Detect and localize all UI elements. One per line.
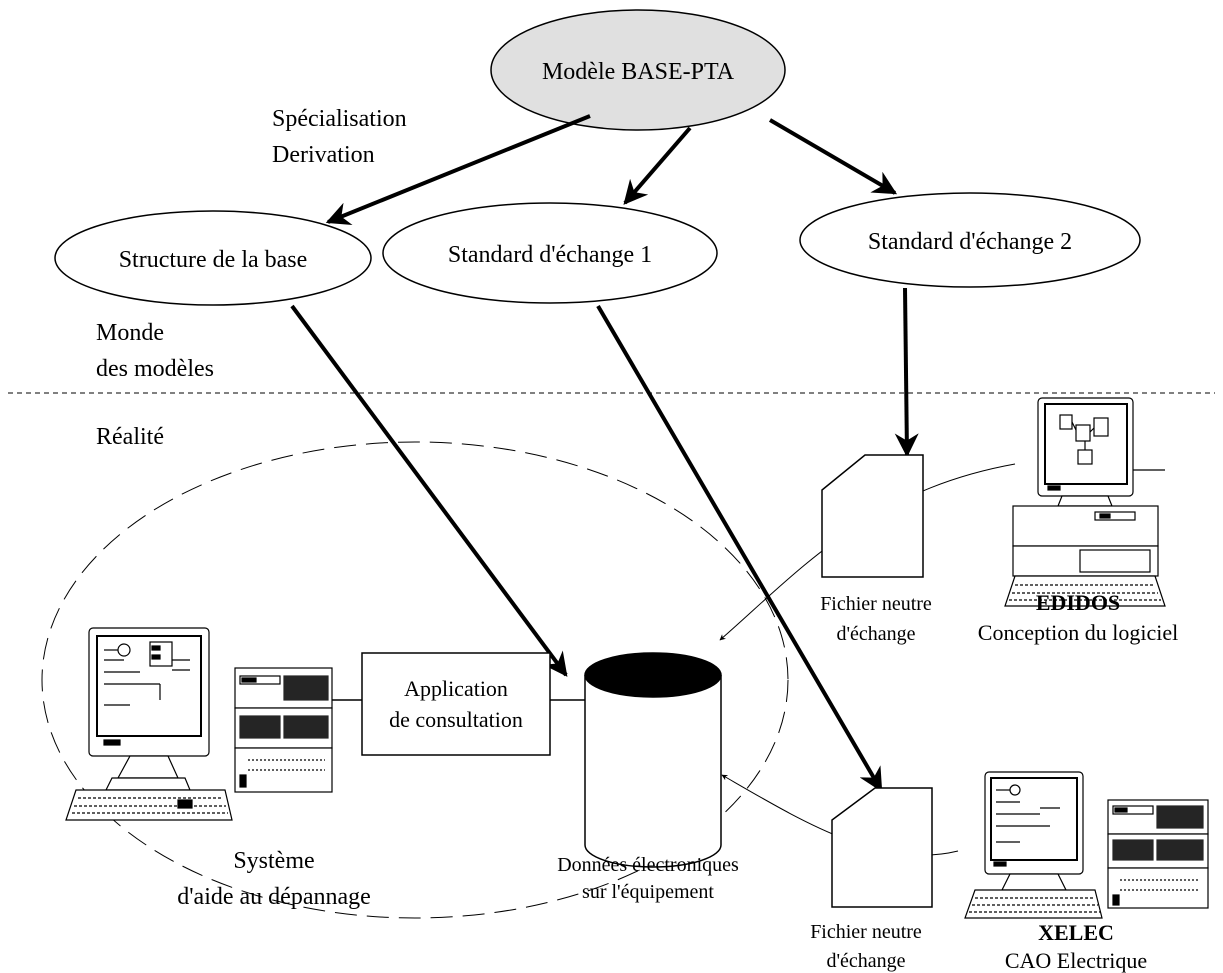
standard2-ellipse: [799, 192, 1141, 288]
arrow-structure-to-database: [290, 304, 568, 677]
application-label-line2: de consultation: [389, 707, 523, 732]
monde-label-line2: des modèles: [96, 356, 214, 382]
xelec-computer-icon: [964, 771, 1209, 919]
standard2-label: Standard d'échange 2: [868, 229, 1072, 255]
edidos-description: Conception du logiciel: [978, 620, 1178, 645]
arrow-root-to-structure: [325, 114, 591, 226]
realite-label: Réalité: [96, 424, 164, 450]
specialisation-arrows: [325, 114, 898, 226]
root-model-label: Modèle BASE-PTA: [542, 59, 735, 85]
fichier1-label-line1: Fichier neutre: [820, 593, 932, 615]
arrow-root-to-standard2: [768, 118, 898, 195]
fichier1-document-icon: [821, 454, 924, 578]
fichier2-document-icon: [831, 787, 933, 908]
application-box: [361, 652, 551, 756]
root-model-ellipse: [490, 9, 786, 131]
application-label-line1: Application: [404, 676, 508, 701]
arrow-standard2-to-fichier1: [894, 287, 919, 458]
structure-label: Structure de la base: [119, 247, 308, 273]
arrow-root-to-standard1: [623, 126, 692, 205]
donnees-label-line2: sur l'équipement: [582, 881, 714, 903]
specialisation-label: Spécialisation: [272, 106, 407, 132]
structure-ellipse: [54, 210, 372, 306]
instantiation-arrows: [290, 287, 919, 793]
computer-workstation-icon: [65, 627, 333, 821]
xelec-name: XELEC: [1038, 920, 1114, 945]
fichier2-label-line2: d'échange: [826, 950, 905, 972]
system-boundary-ellipse: [41, 441, 789, 919]
derivation-label: Derivation: [272, 142, 375, 168]
database-cylinder-icon: [584, 652, 722, 868]
standard1-label: Standard d'échange 1: [448, 242, 652, 268]
xelec-description: CAO Electrique: [1005, 948, 1147, 973]
standard1-ellipse: [382, 202, 718, 304]
systeme-label-line2: d'aide au dépannage: [177, 884, 371, 910]
monde-label-line1: Monde: [96, 320, 164, 346]
edidos-name: EDIDOS: [1036, 590, 1120, 615]
fichier1-label-line2: d'échange: [836, 623, 915, 645]
fichier2-label-line1: Fichier neutre: [810, 921, 922, 943]
arrow-standard1-to-fichier2: [596, 304, 883, 793]
edidos-computer-icon: [1004, 397, 1166, 607]
systeme-label-line1: Système: [233, 848, 314, 874]
donnees-label-line1: Données électroniques: [557, 854, 739, 876]
